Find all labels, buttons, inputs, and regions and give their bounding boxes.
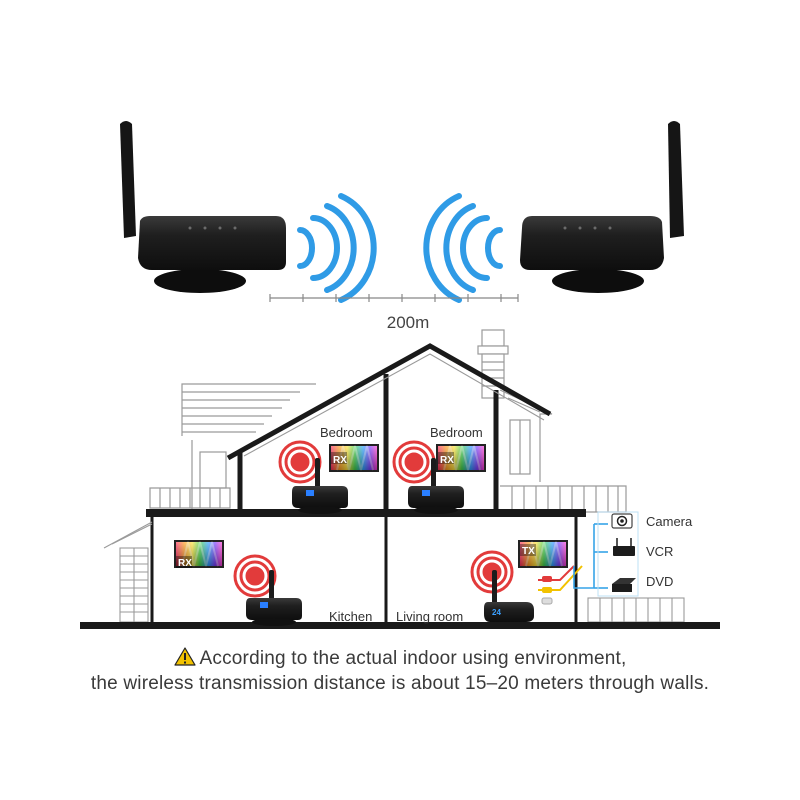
right-transceiver [520,121,684,293]
antenna-icon [120,121,136,238]
house [80,329,720,629]
svg-text:RX: RX [440,455,454,466]
source-label-dvd: DVD [646,574,673,589]
svg-text:RX: RX [178,558,192,569]
signal-waves-icon [297,193,377,303]
caption-line-1: According to the actual indoor using env… [0,647,800,670]
room-label-living-room: Living room [396,609,463,624]
camera-icon [611,513,633,529]
room-label-bedroom-right: Bedroom [430,425,483,440]
svg-text:24: 24 [492,608,501,617]
tx-screen-living-room: TX [517,539,569,569]
transmitter-living-room: 24 [484,570,534,622]
av-cables [538,565,583,605]
caption-line-2: the wireless transmission distance is ab… [90,673,710,694]
dvd-icon [612,578,636,592]
source-label-camera: Camera [646,514,693,529]
left-transceiver [120,121,286,293]
distance-ruler [269,294,519,302]
svg-text:RX: RX [333,455,347,466]
room-label-kitchen: Kitchen [329,609,372,624]
room-label-bedroom-left: Bedroom [320,425,373,440]
caption-text-1: According to the actual indoor using env… [199,648,627,669]
distance-label: 200m [387,313,430,332]
source-label-vcr: VCR [646,544,673,559]
vcr-icon [613,538,635,556]
warning-icon [173,647,196,666]
rx-screen-bedroom-left: RX [328,443,380,473]
antenna-icon [668,121,684,238]
signal-waves-icon [392,440,436,484]
source-connector [573,511,639,597]
rx-screen-kitchen: RX [173,539,225,569]
signal-waves-icon [423,193,503,303]
signal-waves-icon [278,440,322,484]
rx-screen-bedroom-right: RX [435,443,487,473]
svg-text:TX: TX [522,546,535,557]
